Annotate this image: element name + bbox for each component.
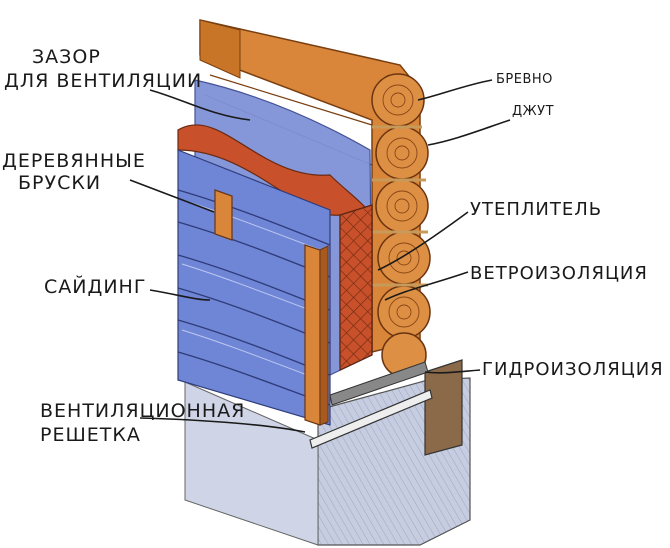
label-siding: САЙДИНГ — [44, 276, 147, 298]
label-grille-line1: ВЕНТИЛЯЦИОННАЯ — [40, 400, 246, 422]
ventilation-grille — [309, 389, 433, 449]
label-jute: ДЖУТ — [512, 104, 555, 119]
log-end-3 — [375, 179, 429, 233]
log-end-4 — [377, 231, 431, 285]
label-wind-barrier: ВЕТРОИЗОЛЯЦИЯ — [470, 263, 648, 284]
jute-seams — [372, 125, 428, 287]
label-grille-line2: РЕШЕТКА — [40, 424, 141, 446]
label-gap-line1: ЗАЗОР — [32, 46, 101, 68]
log-end-5 — [377, 285, 431, 339]
log-end-1 — [371, 73, 425, 127]
label-gap-line2: ДЛЯ ВЕНТИЛЯЦИИ — [4, 70, 203, 92]
label-log: БРЕВНО — [496, 72, 553, 87]
log-end-2 — [375, 126, 429, 180]
label-bars-line1: ДЕРЕВЯННЫЕ — [2, 150, 146, 172]
foundation — [184, 359, 471, 546]
leader-lines — [129, 79, 511, 433]
label-waterproofing: ГИДРОИЗОЛЯЦИЯ — [482, 359, 664, 380]
label-insulation: УТЕПЛИТЕЛЬ — [470, 199, 603, 220]
wooden-battens — [214, 189, 329, 426]
insulation-layer — [177, 124, 373, 371]
label-bars-line2: БРУСКИ — [18, 172, 102, 194]
log-wall — [199, 19, 431, 378]
